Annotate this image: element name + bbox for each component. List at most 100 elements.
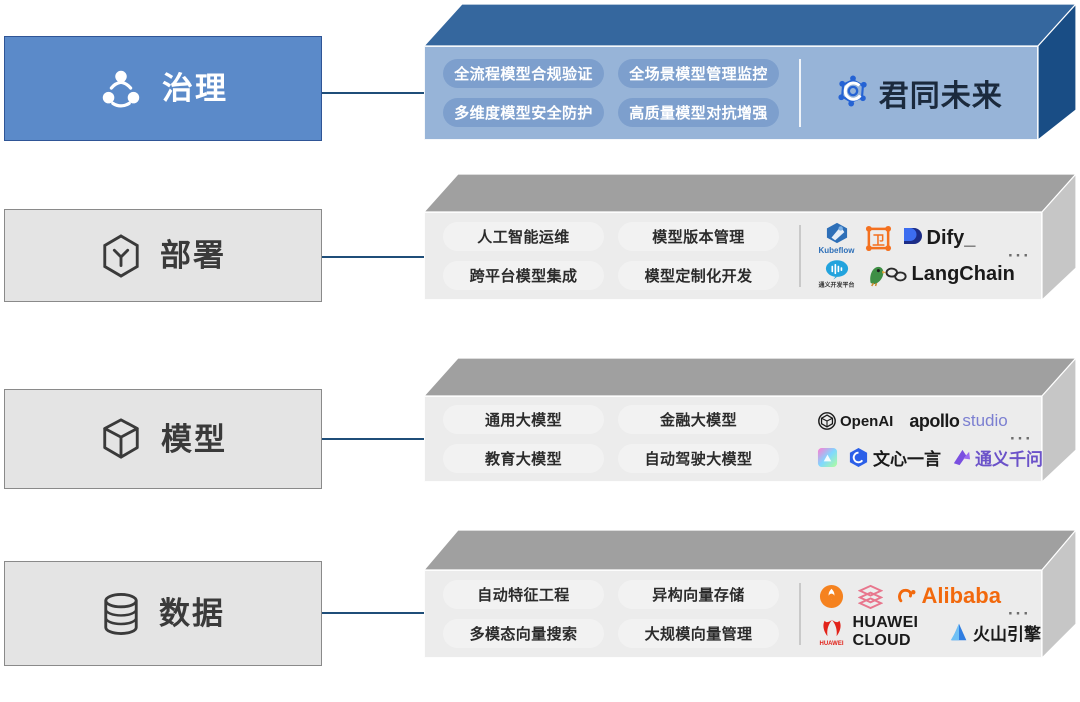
layer-label-deployment: 部署 [160, 238, 226, 273]
box-front-governance: 全流程模型合规验证 全场景模型管理监控 多维度模型安全防护 高质量模型对抗增强 [424, 46, 1038, 140]
capability-row: 全流程模型合规验证 全场景模型管理监控 [443, 59, 779, 88]
layer-box-governance: 全流程模型合规验证 全场景模型管理监控 多维度模型安全防护 高质量模型对抗增强 [424, 2, 1076, 150]
layer-card-model[interactable]: 模型 [4, 389, 322, 489]
tongyi-icon: 通义千问 [951, 445, 1043, 470]
capability-row: 多维度模型安全防护 高质量模型对抗增强 [443, 98, 779, 127]
layer-box-deployment: 人工智能运维 模型版本管理 跨平台模型集成 模型定制化开发 [424, 172, 1076, 307]
capability-pill[interactable]: 大规模向量管理 [618, 619, 779, 648]
vendor-name: Dify_ [926, 226, 976, 249]
vertical-divider [799, 59, 801, 127]
capability-pill-group-data: 自动特征工程 异构向量存储 多模态向量搜索 大规模向量管理 [425, 580, 779, 648]
capability-pill[interactable]: 全场景模型管理监控 [618, 59, 779, 88]
vendor-name: Alibaba [921, 583, 1001, 608]
brand-logo-governance: 君同未来 [801, 71, 1038, 115]
layer-label-model: 模型 [161, 421, 227, 457]
vendor-name: OpenAI [840, 412, 894, 430]
brand-name-governance: 君同未来 [878, 80, 1003, 113]
blue-cloud-icon: 通义开发平台 [819, 259, 855, 289]
connector-data [322, 612, 432, 614]
ernie-icon: 文心一言 [848, 445, 941, 470]
capability-pill[interactable]: 异构向量存储 [618, 580, 779, 609]
capability-pill-group-model: 通用大模型 金融大模型 教育大模型 自动驾驶大模型 [425, 405, 779, 473]
capability-row: 多模态向量搜索 大规模向量管理 [443, 619, 779, 648]
vendor-caption: Kubeflow [818, 245, 855, 255]
vendor-caption: 通义开发平台 [818, 283, 855, 289]
connector-model [322, 438, 432, 440]
box-front-data: 自动特征工程 异构向量存储 多模态向量搜索 大规模向量管理 [424, 570, 1042, 658]
overflow-ellipsis[interactable]: ··· [1010, 429, 1033, 448]
capability-row: 教育大模型 自动驾驶大模型 [443, 444, 779, 473]
vendor-name: 通义千问 [975, 449, 1043, 469]
vendor-logo-row: Kubeflow 卫 [819, 222, 1042, 255]
cube-icon [99, 416, 143, 462]
box-front-deployment: 人工智能运维 模型版本管理 跨平台模型集成 模型定制化开发 [424, 212, 1042, 300]
junton-gear-icon [835, 73, 871, 114]
vendor-logo-group-deployment: Kubeflow 卫 [801, 222, 1042, 289]
layer-card-governance[interactable]: 治理 [4, 36, 322, 141]
box-top-face-model [424, 357, 1076, 484]
capability-pill[interactable]: 模型版本管理 [618, 222, 779, 251]
capability-row: 人工智能运维 模型版本管理 [443, 222, 779, 251]
svg-text:卫: 卫 [872, 233, 885, 247]
vendor-logo-row: 通义开发平台 LangChain [819, 259, 1042, 289]
orange-square-icon: 卫 [865, 225, 892, 252]
capability-pill[interactable]: 教育大模型 [443, 444, 604, 473]
layer-card-deployment[interactable]: 部署 [4, 209, 322, 302]
vendor-name: LangChain [911, 262, 1015, 285]
vendor-name: apollo [909, 410, 960, 431]
overflow-ellipsis[interactable]: ··· [1008, 604, 1031, 623]
overflow-ellipsis[interactable]: ··· [1008, 246, 1031, 265]
capability-pill[interactable]: 高质量模型对抗增强 [618, 98, 779, 127]
capability-pill[interactable]: 自动驾驶大模型 [618, 444, 779, 473]
capability-pill[interactable]: 多模态向量搜索 [443, 619, 604, 648]
vendor-name: 火山引擎 [973, 624, 1041, 644]
huawei-icon: HUAWEI [819, 618, 845, 647]
capability-pill-group-governance: 全流程模型合规验证 全场景模型管理监控 多维度模型安全防护 高质量模型对抗增强 [425, 59, 779, 127]
vertical-divider [799, 225, 801, 287]
vendor-logo-group-model: OpenAI apollo studio [799, 406, 1043, 472]
vendor-logo-row: OpenAI apollo studio [817, 406, 1043, 436]
vertical-divider [799, 583, 801, 645]
gradient-square-icon [817, 447, 838, 468]
capability-pill[interactable]: 通用大模型 [443, 405, 604, 434]
connector-deployment [322, 256, 432, 258]
dify-icon: Dify_ [902, 226, 976, 250]
share-nodes-icon [98, 66, 144, 112]
kubeflow-icon: Kubeflow [819, 222, 855, 255]
layer-card-data[interactable]: 数据 [4, 561, 322, 666]
layer-box-model: 通用大模型 金融大模型 教育大模型 自动驾驶大模型 [424, 356, 1076, 489]
vendor-caption: HUAWEI [819, 640, 844, 647]
layers-stack-icon [857, 584, 883, 609]
capability-pill[interactable]: 金融大模型 [618, 405, 779, 434]
vendor-logo-row: Alibaba [819, 581, 1042, 611]
layer-box-data: 自动特征工程 异构向量存储 多模态向量搜索 大规模向量管理 [424, 528, 1076, 664]
capability-pill[interactable]: 人工智能运维 [443, 222, 604, 251]
layer-label-governance: 治理 [162, 71, 228, 106]
capability-row: 自动特征工程 异构向量存储 [443, 580, 779, 609]
database-icon [101, 591, 141, 637]
vendor-logo-row: HUAWEI HUAWEI CLOUD 火山引擎 [819, 614, 1042, 649]
capability-row: 跨平台模型集成 模型定制化开发 [443, 261, 779, 290]
layer-label-data: 数据 [159, 596, 225, 631]
connector-governance [322, 92, 432, 94]
apollo-icon: apollo studio [909, 411, 1007, 432]
vendor-name: HUAWEI CLOUD [852, 614, 919, 649]
capability-pill-group-deployment: 人工智能运维 模型版本管理 跨平台模型集成 模型定制化开发 [425, 222, 779, 290]
vendor-caption: studio [962, 411, 1008, 430]
alibaba-icon: Alibaba [897, 583, 1001, 609]
capability-pill[interactable]: 多维度模型安全防护 [443, 98, 604, 127]
capability-pill[interactable]: 全流程模型合规验证 [443, 59, 604, 88]
langchain-parrot-icon: LangChain [865, 262, 1015, 287]
vendor-logo-group-data: Alibaba HUAWEI HUAWEI CLOUD [801, 581, 1042, 649]
vendor-logo-row: 文心一言 通义千问 [817, 442, 1043, 472]
capability-pill[interactable]: 自动特征工程 [443, 580, 604, 609]
orange-circle-icon [819, 584, 844, 609]
capability-pill[interactable]: 跨平台模型集成 [443, 261, 604, 290]
box-top-face-data [424, 529, 1076, 660]
capability-pill[interactable]: 模型定制化开发 [618, 261, 779, 290]
box-front-model: 通用大模型 金融大模型 教育大模型 自动驾驶大模型 [424, 396, 1043, 482]
capability-row: 通用大模型 金融大模型 [443, 405, 779, 434]
hexagon-y-icon [100, 233, 142, 279]
vendor-name: 文心一言 [873, 449, 941, 469]
